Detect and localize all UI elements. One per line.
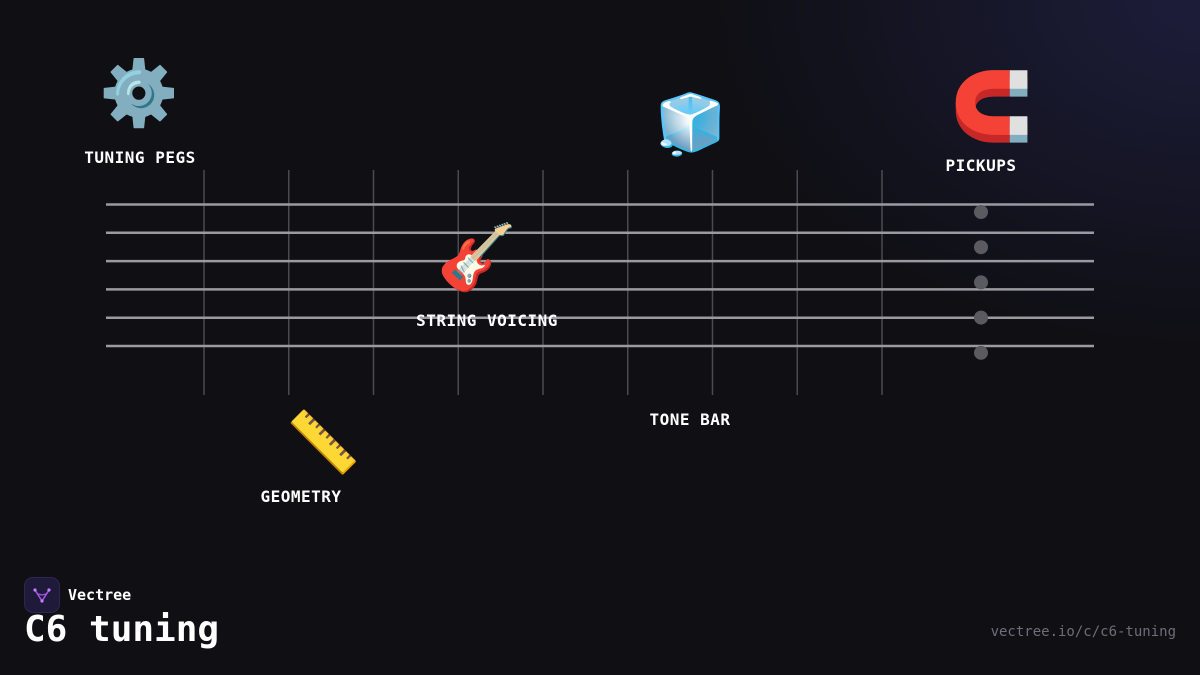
guitar-icon: 🎸 xyxy=(437,221,517,295)
pickup-dot xyxy=(974,345,988,360)
node-label-geometry: GEOMETRY xyxy=(260,487,342,506)
brand-name: Vectree xyxy=(68,586,132,604)
pickup-dot xyxy=(974,240,988,255)
ice-cube-icon: 🧊 xyxy=(654,90,728,158)
string-group xyxy=(106,203,1094,348)
node-label-tuning-pegs: TUNING PEGS xyxy=(84,148,196,167)
node-label-string-voicing: STRING VOICING xyxy=(416,311,558,330)
pickup-dot xyxy=(974,310,988,325)
brand: Vectree xyxy=(24,577,131,613)
node-label-pickups: PICKUPS xyxy=(945,156,1017,175)
vectree-logo-glyph xyxy=(33,588,51,603)
pickup-dot xyxy=(974,275,988,290)
ruler-icon: 📏 xyxy=(285,408,361,478)
node-label-tone-bar: TONE BAR xyxy=(649,410,731,429)
vectree-logo-icon xyxy=(24,577,60,613)
magnet-icon: 🧲 xyxy=(950,68,1034,145)
page-url[interactable]: vectree.io/c/c6-tuning xyxy=(990,624,1176,640)
pickup-dot-group xyxy=(974,205,988,360)
gear-icon: ⚙️ xyxy=(99,57,179,131)
fret-group xyxy=(203,170,883,395)
page-title: C6 tuning xyxy=(24,609,220,650)
pickup-dot xyxy=(974,205,988,219)
